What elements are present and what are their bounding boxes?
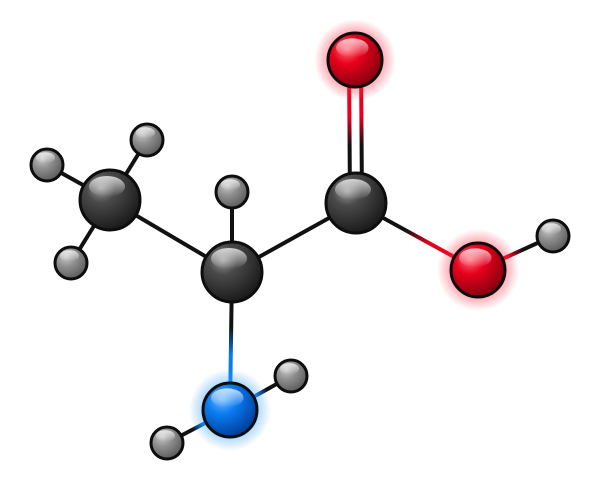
hydrogen-highlight [220,179,240,191]
hydrogen-highlight [135,127,155,139]
atom-h-methyl-2 [129,122,165,158]
atom-n-amino [189,369,271,451]
carbon-highlight [89,176,125,197]
atom-h-alpha [214,174,250,210]
carbon-highlight [211,248,247,269]
hydrogen-highlight [155,430,175,442]
nitrogen-highlight [211,388,244,408]
atom-c-methyl [78,168,142,232]
atom-layer [29,19,571,461]
atom-h-hydroxyl [535,218,571,254]
atom-o-carbonyl [314,19,396,101]
atom-h-amino-2 [149,425,185,461]
atom-c-alpha [200,240,264,304]
hydrogen-highlight [59,250,79,262]
hydrogen-highlight [541,223,562,235]
atom-h-methyl-1 [29,147,65,183]
atom-c-carboxyl [324,171,388,235]
oxygen-highlight [459,248,492,268]
oxygen-highlight [336,38,369,58]
atom-h-amino-1 [273,358,309,394]
carbon-highlight [335,179,371,200]
hydrogen-highlight [279,363,299,375]
hydrogen-highlight [35,152,56,164]
atom-o-hydroxyl [437,229,519,311]
atom-h-methyl-3 [53,245,89,281]
